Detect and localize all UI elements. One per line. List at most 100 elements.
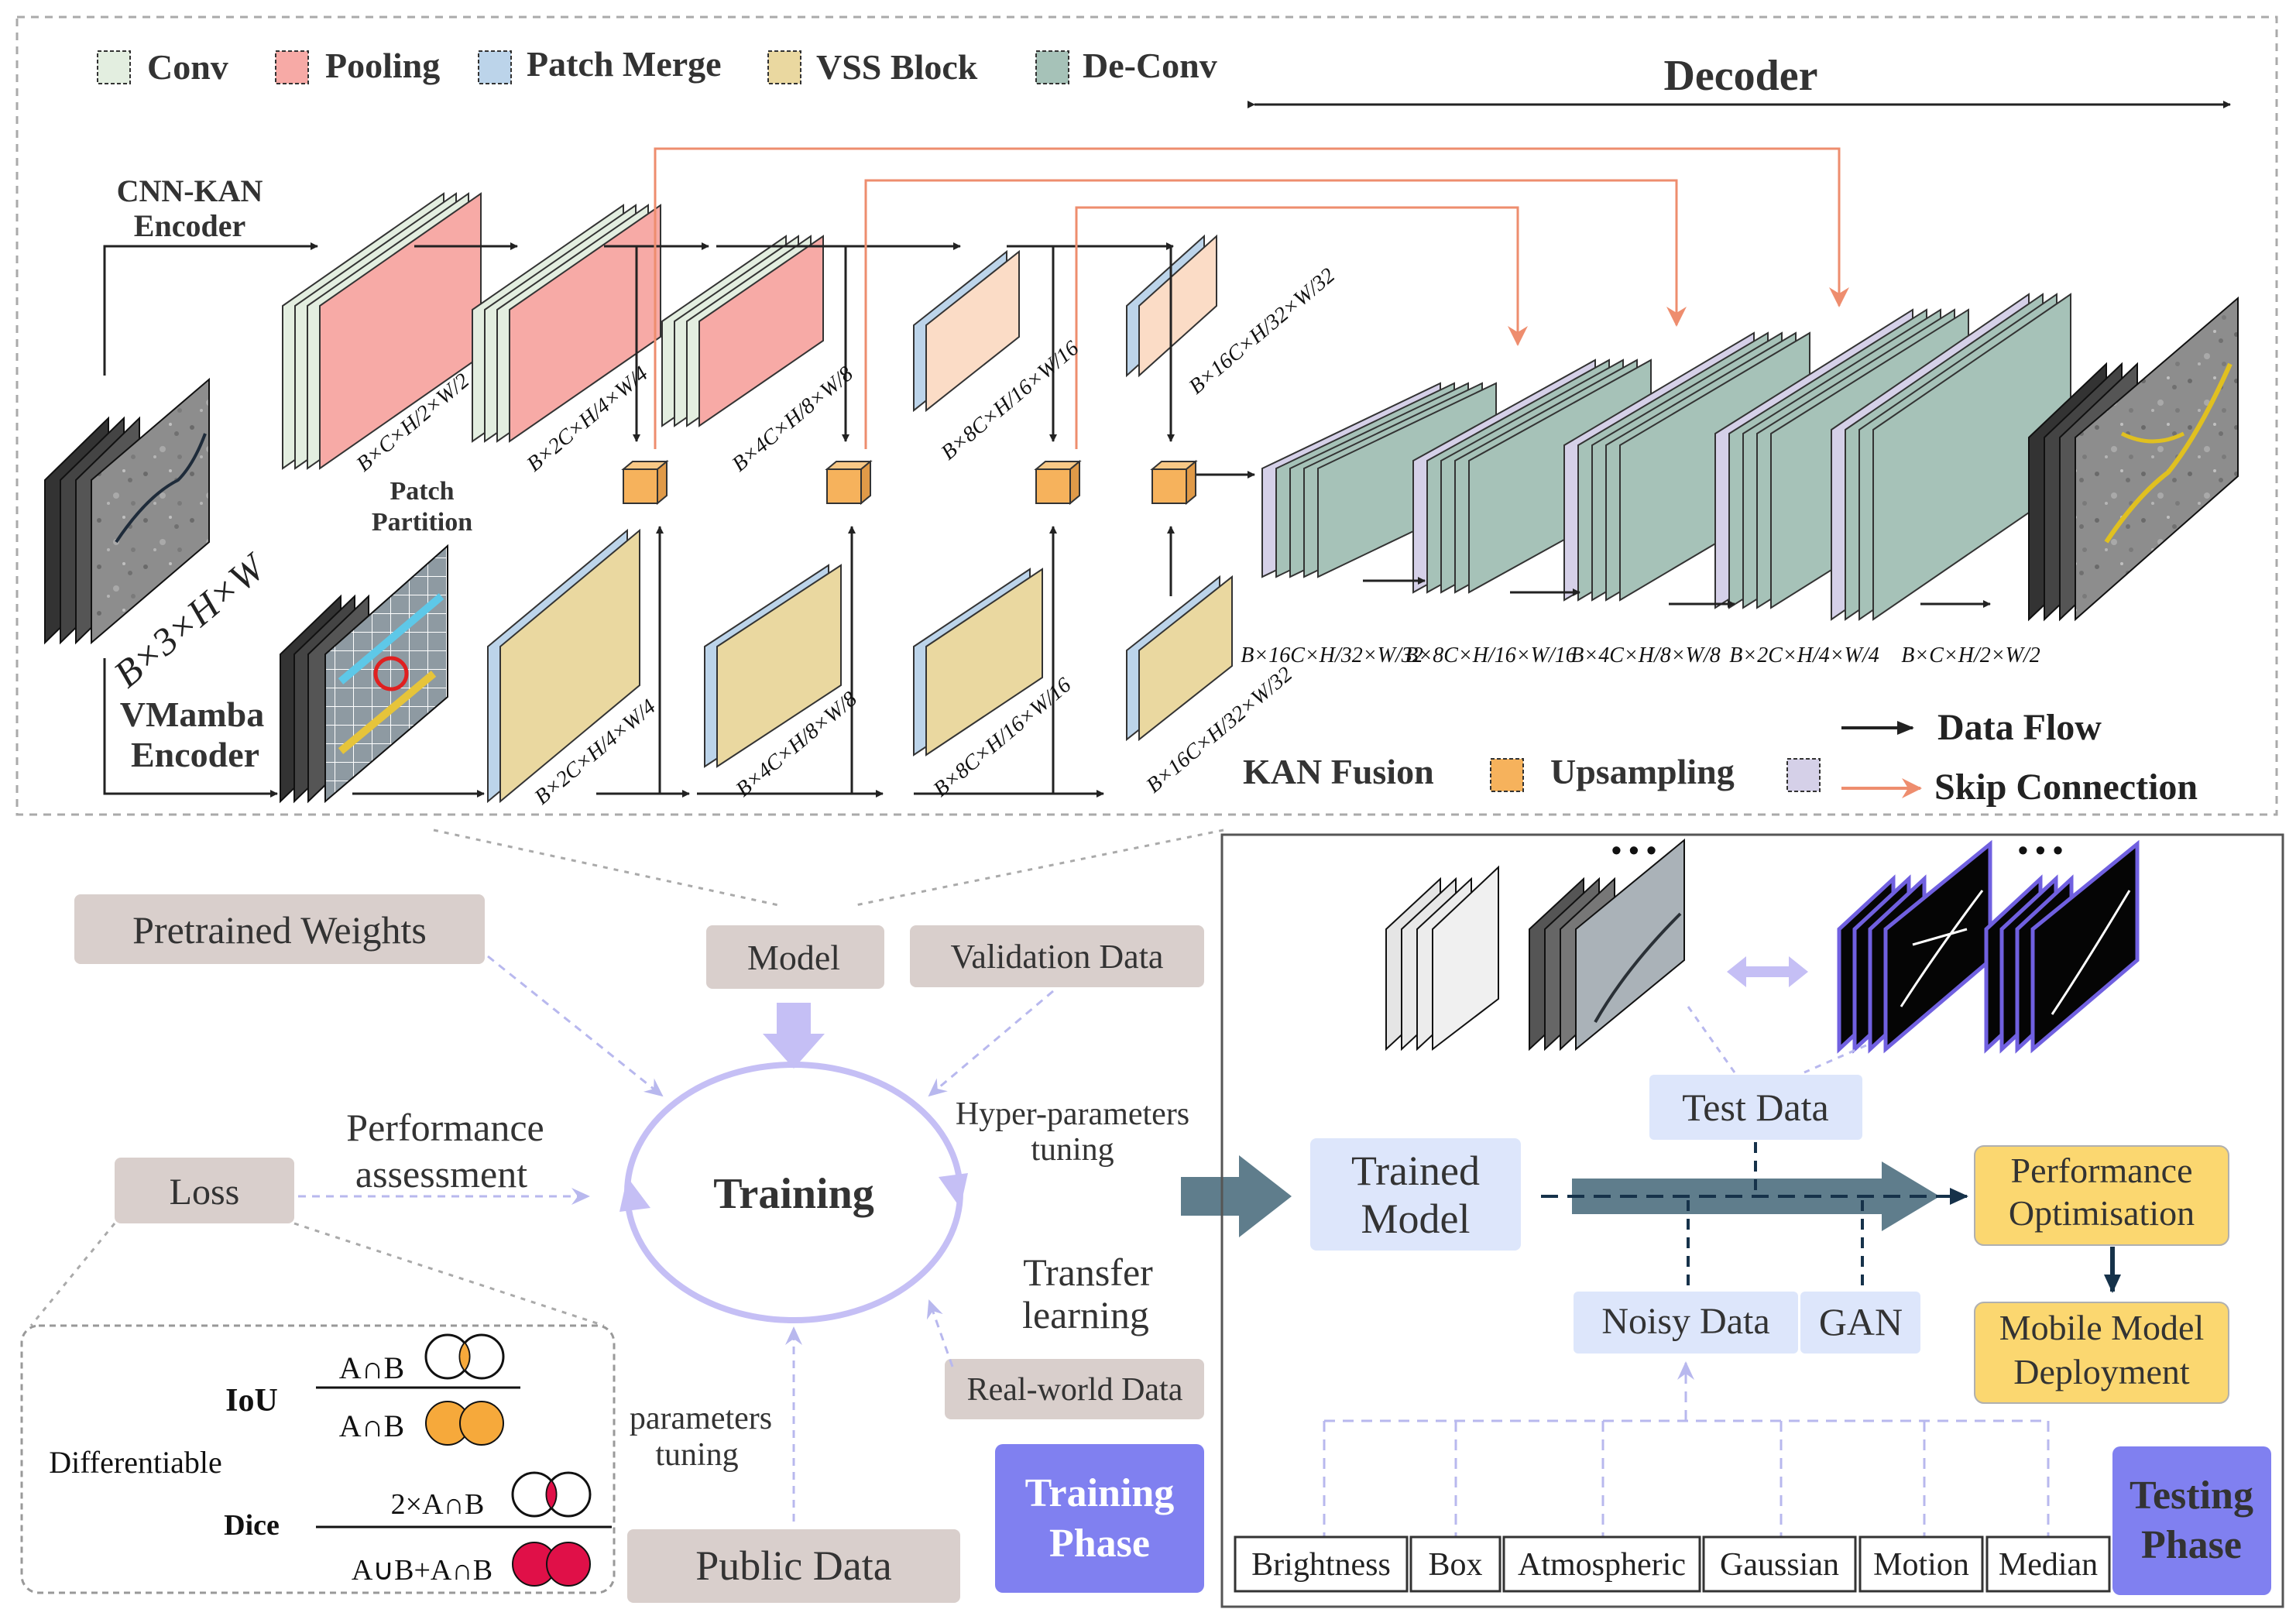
- vss-stage-1-vss-block: [499, 528, 640, 804]
- iou-label: IoU: [225, 1383, 278, 1419]
- validation-data-tag: [910, 925, 1204, 987]
- testing-section: • • • • • • Test Data Trained Model: [1234, 834, 2271, 1595]
- validation-data-label: Validation Data: [951, 938, 1164, 976]
- training-phase-badge: [995, 1444, 1204, 1593]
- upsampling-legend-label: Upsampling: [1550, 752, 1735, 791]
- kan-fusion-legend-swatch: [1490, 758, 1524, 792]
- input-image-stack: [44, 377, 210, 645]
- gan-label: GAN: [1819, 1300, 1903, 1343]
- vmamba-encoder-stages: [487, 528, 1233, 804]
- decoder-dim-label-2: B×8C×H/16×W/16: [1405, 643, 1577, 667]
- vmamba-encoder-label-2: Encoder: [131, 735, 259, 774]
- cnn-encoder-stages: [282, 192, 1217, 470]
- performance-assessment-label: Performance: [346, 1106, 544, 1149]
- kan-fusion-legend-label: KAN Fusion: [1243, 752, 1434, 791]
- pretrained-weights-tag: [74, 894, 485, 964]
- testing-phase-label-2: Phase: [2141, 1523, 2242, 1567]
- panel-to-model-connector: [433, 829, 1224, 907]
- legend-conv-swatch: [97, 50, 131, 84]
- gan-tag: [1800, 1292, 1920, 1354]
- patch-partition-label-2: Partition: [372, 508, 472, 537]
- testing-phase-badge: [2112, 1446, 2271, 1595]
- test-data-tag: [1649, 1075, 1862, 1140]
- iou-num-venn-b: [458, 1333, 505, 1380]
- dice-label: Dice: [224, 1509, 280, 1542]
- decoder-dim-label-1: B×16C×H/32×W/32: [1241, 643, 1423, 667]
- vss-stage-2-vss-block: [716, 564, 842, 768]
- transfer-learning-label-2: learning: [1022, 1293, 1149, 1336]
- iou-num-venn-a: [424, 1333, 471, 1380]
- noise-type-label-3: Atmospheric: [1518, 1547, 1686, 1583]
- kan-fusion-cube-4: [1150, 459, 1198, 506]
- noise-type-label-4: Gaussian: [1720, 1547, 1839, 1583]
- cnn-to-kan-arrows: [633, 246, 1175, 442]
- decoder-dim-label-5: B×C×H/2×W/2: [1901, 643, 2040, 667]
- model-down-arrow: [763, 1003, 825, 1069]
- kan-fusion-cube-1: [621, 459, 669, 506]
- cnn-stage-2-pooling-block: [509, 204, 661, 443]
- legend-conv-label: Conv: [147, 47, 228, 87]
- hyper-parameters-label-2: tuning: [1031, 1132, 1114, 1168]
- noise-type-label-5: Motion: [1873, 1547, 1969, 1583]
- model-label: Model: [747, 938, 840, 977]
- test-mask-double-arrow: [1727, 956, 1808, 987]
- legend: Conv Pooling Patch Merge VSS Block De-Co…: [97, 44, 1217, 87]
- cnn-stage-4-peach-block: [925, 249, 1020, 413]
- mobile-deployment-label-2: Deployment: [2013, 1352, 2190, 1391]
- dice-denominator: A∪B+A∩B: [352, 1554, 492, 1587]
- loss-detail-connector: [29, 1222, 605, 1327]
- mask-image-stack: [1837, 839, 2140, 1054]
- upsampling-legend-swatch: [1786, 758, 1821, 792]
- cnn-stage-3-pooling-block: [698, 235, 824, 427]
- realworld-to-training-arrow: [926, 1299, 954, 1367]
- performance-optimisation-label-2: Optimisation: [2009, 1193, 2195, 1233]
- testing-panel: [1220, 833, 2284, 1608]
- patch-partition-label: Patch: [390, 477, 454, 506]
- performance-optimisation-tag: [1974, 1145, 2229, 1246]
- test-image-stack: [1385, 838, 1685, 1052]
- legend-deconv-label: De-Conv: [1083, 46, 1217, 85]
- skip-connection-legend-label: Skip Connection: [1934, 767, 2198, 808]
- legend-vss-label: VSS Block: [816, 47, 978, 87]
- testing-phase-label: Testing: [2130, 1474, 2253, 1518]
- data-flow-legend-label: Data Flow: [1937, 707, 2102, 748]
- legend-pooling-label: Pooling: [325, 46, 440, 85]
- noise-type-box-4: [1702, 1535, 1857, 1593]
- cnn-kan-encoder-label: CNN-KAN: [117, 173, 263, 208]
- trained-model-label: Trained: [1351, 1148, 1480, 1194]
- images-to-test-data-connector: [1687, 1006, 1867, 1074]
- decoder-dim-label-3: B×4C×H/8×W/8: [1570, 643, 1721, 667]
- skip-connections: [654, 147, 1849, 449]
- hyper-parameters-label: Hyper-parameters: [956, 1096, 1189, 1132]
- legend-vss-swatch: [767, 50, 801, 84]
- test-data-label: Test Data: [1682, 1086, 1828, 1129]
- vmamba-encoder-label: VMamba: [120, 695, 265, 734]
- patch-partition-image: [280, 544, 448, 804]
- pretrained-weights-label: Pretrained Weights: [132, 908, 427, 952]
- training-cycle-arrow-right: [939, 1173, 968, 1208]
- real-world-data-tag: [945, 1359, 1204, 1419]
- noise-type-label-1: Brightness: [1251, 1547, 1391, 1583]
- legend-pooling-swatch: [275, 50, 309, 84]
- noise-type-box-6: [1985, 1535, 2111, 1593]
- noisy-data-label: Noisy Data: [1601, 1301, 1769, 1342]
- legend-patch-merge-swatch: [478, 50, 512, 84]
- legend-deconv-swatch: [1035, 50, 1069, 84]
- output-image-stack: [2028, 296, 2239, 622]
- training-section: Pretrained Weights Model Validation Data…: [20, 894, 1204, 1603]
- decoder-stages: [1261, 293, 2071, 621]
- performance-optimisation-label: Performance: [2011, 1151, 2193, 1190]
- trained-model-tag: [1310, 1138, 1521, 1251]
- mask-images-ellipsis: • • •: [2018, 834, 2063, 866]
- dice-num-venn-intersection: [547, 1481, 556, 1508]
- performance-assessment-label-2: assessment: [355, 1152, 527, 1196]
- parameters-tuning-label: parameters: [630, 1401, 772, 1436]
- noise-type-box-1: [1234, 1535, 1409, 1593]
- dice-numerator: 2×A∩B: [391, 1488, 485, 1521]
- noise-type-box-5: [1858, 1535, 1984, 1593]
- loss-tag: [115, 1158, 294, 1223]
- noise-tree-connectors: [1323, 1361, 2050, 1537]
- pretrained-to-training-arrow: [487, 955, 664, 1097]
